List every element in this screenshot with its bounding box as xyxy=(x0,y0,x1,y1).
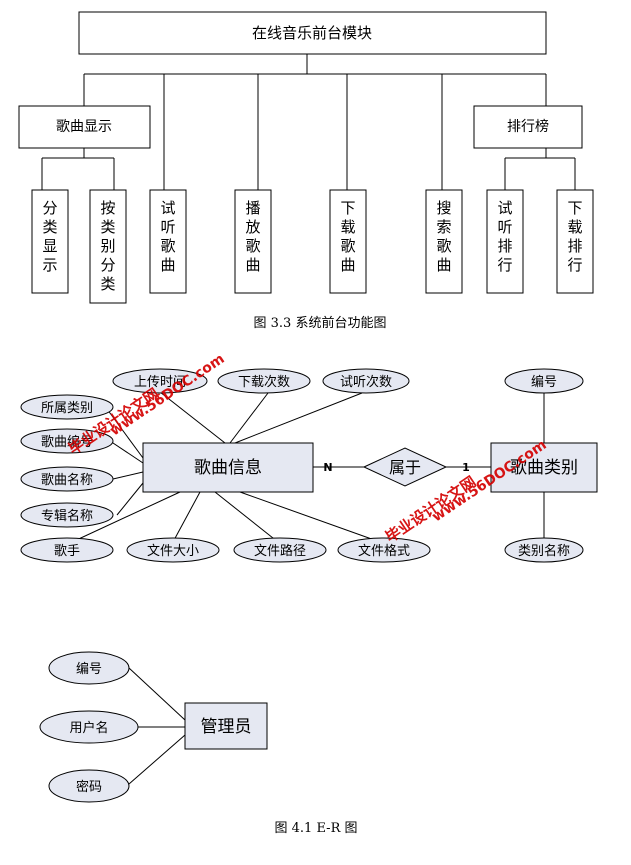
leaf-box-category-display xyxy=(31,189,69,294)
leaf-label-download: 下载歌曲 xyxy=(340,199,355,274)
attr-label-listen-count: 试听次数 xyxy=(340,374,392,390)
er-diagram-caption: 图 4.1 E-R 图 xyxy=(275,821,358,836)
attr-ellipse-song-number xyxy=(20,428,114,454)
er-connectors xyxy=(69,391,545,785)
attr-label-file-size: 文件大小 xyxy=(147,544,199,559)
attr-ellipse-upload-time xyxy=(112,368,208,394)
attr-label-singer: 歌手 xyxy=(54,544,80,559)
entity-box-category xyxy=(490,442,598,493)
root-box xyxy=(78,11,547,55)
leaf-label-category-display: 分类显示 xyxy=(42,199,57,274)
attr-label-album-name: 专辑名称 xyxy=(41,508,93,524)
attr-ellipse-listen-count xyxy=(322,368,410,394)
attr-label-file-path: 文件路径 xyxy=(254,543,306,559)
watermark-url-left: www.56DOC.com xyxy=(107,351,227,439)
module-box-ranking xyxy=(473,105,583,149)
entity-label-song: 歌曲信息 xyxy=(194,458,262,478)
attr-ellipse-admin-password xyxy=(48,769,130,803)
relationship-diamond xyxy=(362,447,448,487)
leaf-box-listen-rank xyxy=(486,189,524,294)
leaf-box-download-rank xyxy=(556,189,594,294)
attr-label-download-count: 下载次数 xyxy=(238,374,290,390)
function-diagram-caption: 图 3.3 系统前台功能图 xyxy=(254,315,387,331)
cardinality-1: 1 xyxy=(462,461,470,474)
attr-label-file-format: 文件格式 xyxy=(358,543,410,559)
leaf-label-download-rank: 下载排行 xyxy=(567,199,582,274)
attr-ellipse-file-path xyxy=(233,537,327,563)
attr-ellipse-download-count xyxy=(217,368,311,394)
attr-ellipse-category-name xyxy=(504,537,584,563)
attr-label-upload-time: 上传时间 xyxy=(134,375,186,390)
leaf-label-by-category: 按类别分类 xyxy=(100,199,115,293)
attr-label-song-name: 歌曲名称 xyxy=(41,472,93,488)
attr-label-category-name: 类别名称 xyxy=(518,543,570,559)
attr-ellipse-album-name xyxy=(20,502,114,528)
entity-label-admin: 管理员 xyxy=(201,717,252,737)
attr-ellipse-admin-username xyxy=(39,710,139,744)
root-label: 在线音乐前台模块 xyxy=(252,24,372,42)
entity-box-song xyxy=(142,442,314,493)
attr-label-category-ref: 所属类别 xyxy=(41,401,93,416)
attr-ellipse-category-id xyxy=(504,368,584,394)
leaf-box-play xyxy=(234,189,272,294)
attr-label-category-id: 编号 xyxy=(531,375,557,390)
leaf-label-listen-rank: 试听排行 xyxy=(497,199,512,274)
leaf-label-search: 搜索歌曲 xyxy=(436,199,451,274)
leaf-label-try-listen: 试听歌曲 xyxy=(160,199,175,274)
entity-box-admin xyxy=(184,702,268,750)
attr-ellipse-singer xyxy=(20,537,114,563)
attr-ellipse-admin-id xyxy=(48,651,130,685)
watermark-brand-right: 毕业设计论文网 xyxy=(382,473,479,547)
leaf-box-try-listen xyxy=(149,189,187,294)
cardinality-n: N xyxy=(323,461,332,474)
leaf-box-search xyxy=(425,189,463,294)
entity-label-category: 歌曲类别 xyxy=(510,458,578,478)
attr-label-song-number: 歌曲编号 xyxy=(41,435,93,450)
attr-ellipse-file-size xyxy=(126,537,220,563)
attr-ellipse-song-name xyxy=(20,466,114,492)
function-diagram xyxy=(18,11,594,304)
leaf-box-download xyxy=(329,189,367,294)
attr-label-admin-password: 密码 xyxy=(76,779,102,795)
attr-label-admin-id: 编号 xyxy=(76,662,102,677)
leaf-label-play: 播放歌曲 xyxy=(245,199,260,274)
relationship-label: 属于 xyxy=(389,458,421,477)
attr-ellipse-file-format xyxy=(337,537,431,563)
module-label-ranking: 排行榜 xyxy=(507,118,549,135)
attr-label-admin-username: 用户名 xyxy=(69,720,108,736)
module-label-song-display: 歌曲显示 xyxy=(56,119,112,135)
attr-ellipse-category-ref xyxy=(20,394,114,420)
leaf-box-by-category xyxy=(89,189,127,304)
